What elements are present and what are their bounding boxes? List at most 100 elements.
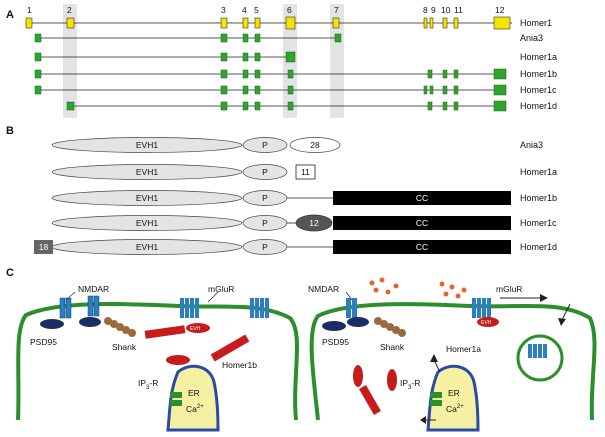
label-psd95-left: PSD95 — [30, 337, 57, 347]
label-homer1b: Homer1b — [222, 360, 257, 370]
protein-homer1c: EVH1 P 12 CC Homer1c — [51, 214, 557, 232]
protein-homer1a: EVH1 P 11 Homer1a — [51, 164, 557, 180]
domain-p: P — [262, 193, 268, 203]
isoform-homer1a: Homer1a — [34, 51, 557, 63]
domain-evh1: EVH1 — [136, 242, 158, 252]
domain-homer1d-exon-label: 18 — [39, 242, 49, 252]
domain-evh1: EVH1 — [136, 218, 158, 228]
evh-tag-left: EVH — [190, 326, 201, 332]
exon-12 — [493, 16, 511, 30]
isoform-homer1d: Homer1d — [66, 100, 557, 112]
panel-c-label: C — [6, 267, 14, 279]
arrow-lateral-head — [540, 294, 548, 302]
homer1a-bound — [477, 317, 499, 327]
label-homer1c-protein: Homer1c — [520, 218, 557, 228]
exon-8 — [423, 17, 428, 29]
exon-number-1: 1 — [27, 5, 32, 15]
label-homer1: Homer1 — [520, 18, 552, 28]
panel-b: B EVH1 P 28 Ania3 EVH1 P 11 Homer1a EVH1 — [6, 125, 557, 255]
exon-number-7: 7 — [334, 5, 339, 15]
domain-cc — [333, 191, 511, 205]
label-homer1b-protein: Homer1b — [520, 193, 557, 203]
label-homer1a: Homer1a — [446, 344, 481, 354]
panel-c: C NMDAR PSD95 — [6, 267, 597, 432]
label-ip3r-left: IP3-R — [138, 378, 158, 391]
highlight-exon-7 — [330, 4, 344, 118]
exon-6 — [285, 16, 296, 30]
domain-cc — [333, 216, 511, 230]
protein-homer1b: EVH1 P CC Homer1b — [51, 190, 557, 206]
domain-p: P — [262, 167, 268, 177]
exon-7 — [332, 17, 340, 29]
exon-4 — [242, 17, 249, 29]
arrow-endocytosis — [561, 303, 571, 321]
exon-9 — [429, 17, 434, 29]
label-er-right: ER — [448, 388, 460, 398]
synapse-left: NMDAR PSD95 Shank — [16, 284, 299, 432]
membrane-right — [309, 302, 597, 421]
exon-number-10: 10 — [441, 5, 451, 15]
domain-cc-label: CC — [416, 193, 428, 203]
label-mglur-right: mGluR — [496, 284, 522, 294]
protein-homer1d: 18 EVH1 P CC Homer1d — [34, 239, 557, 255]
exon-number-2: 2 — [67, 5, 72, 15]
exon-number-11: 11 — [454, 5, 463, 15]
psd95-left — [40, 319, 64, 329]
isoform-homer1b: Homer1b — [34, 68, 557, 80]
shank-left — [104, 317, 136, 337]
panel-a: A 1 2 3 4 5 6 7 8 9 10 11 12 — [6, 4, 557, 118]
mglur-internalized — [528, 344, 547, 358]
label-nmdar-left: NMDAR — [78, 284, 109, 294]
label-homer1d-protein: Homer1d — [520, 242, 557, 252]
exon-3 — [220, 17, 228, 29]
label-mglur-left: mGluR — [208, 284, 234, 294]
domain-p: P — [262, 242, 268, 252]
exon-number-5: 5 — [254, 5, 259, 15]
endosome — [516, 334, 564, 382]
label-nmdar-right: NMDAR — [308, 284, 339, 294]
isoform-homer1c: Homer1c — [34, 84, 557, 96]
synapse-right: NMDAR PSD95 Shank mGluR — [308, 277, 597, 432]
exon-5 — [254, 17, 261, 29]
domain-homer1d-exon — [34, 240, 53, 254]
domain-evh1: EVH1 — [136, 140, 158, 150]
exon-number-9: 9 — [431, 5, 436, 15]
gene-homer1: Homer1 — [25, 16, 552, 30]
panel-b-label: B — [6, 125, 14, 137]
er-left — [166, 364, 220, 432]
label-homer1b: Homer1b — [520, 69, 557, 79]
label-ip3r-right: IP3-R — [400, 378, 420, 391]
domain-p: P — [262, 140, 268, 150]
label-shank-right: Shank — [380, 342, 405, 352]
homer1b-dispersed — [353, 365, 397, 415]
shank-right — [374, 317, 406, 337]
label-ca-left: Ca2+ — [186, 404, 204, 414]
exon-2 — [66, 17, 75, 29]
exon-number-4: 4 — [242, 5, 247, 15]
exon-number-6: 6 — [287, 5, 292, 15]
label-shank-left: Shank — [112, 342, 137, 352]
label-homer1a-protein: Homer1a — [520, 167, 557, 177]
domain-cc-label: CC — [416, 242, 428, 252]
panel-a-label: A — [6, 9, 14, 21]
domain-p: P — [262, 218, 268, 228]
exon-10 — [442, 17, 448, 29]
domain-ania3-tail: 28 — [310, 140, 320, 150]
label-ca-right: Ca2+ — [446, 404, 464, 414]
exon-number-12: 12 — [495, 5, 505, 15]
homer1b-complex-left: EVH — [144, 323, 250, 365]
label-psd95-right: PSD95 — [322, 337, 349, 347]
glutamate-dots — [369, 277, 467, 299]
domain-homer1c-exon: 12 — [309, 218, 319, 228]
domain-evh1: EVH1 — [136, 193, 158, 203]
nmdar-receptor-right — [346, 298, 357, 318]
exon-numbers: 1 2 3 4 5 6 7 8 9 10 11 12 — [27, 5, 505, 15]
highlight-exon-2 — [63, 4, 77, 118]
label-er-left: ER — [188, 388, 200, 398]
domain-evh1: EVH1 — [136, 167, 158, 177]
membrane-left — [16, 301, 299, 421]
label-homer1c: Homer1c — [520, 85, 557, 95]
nmdar-receptor-left — [59, 295, 100, 319]
mglur-receptor-right — [472, 298, 491, 318]
